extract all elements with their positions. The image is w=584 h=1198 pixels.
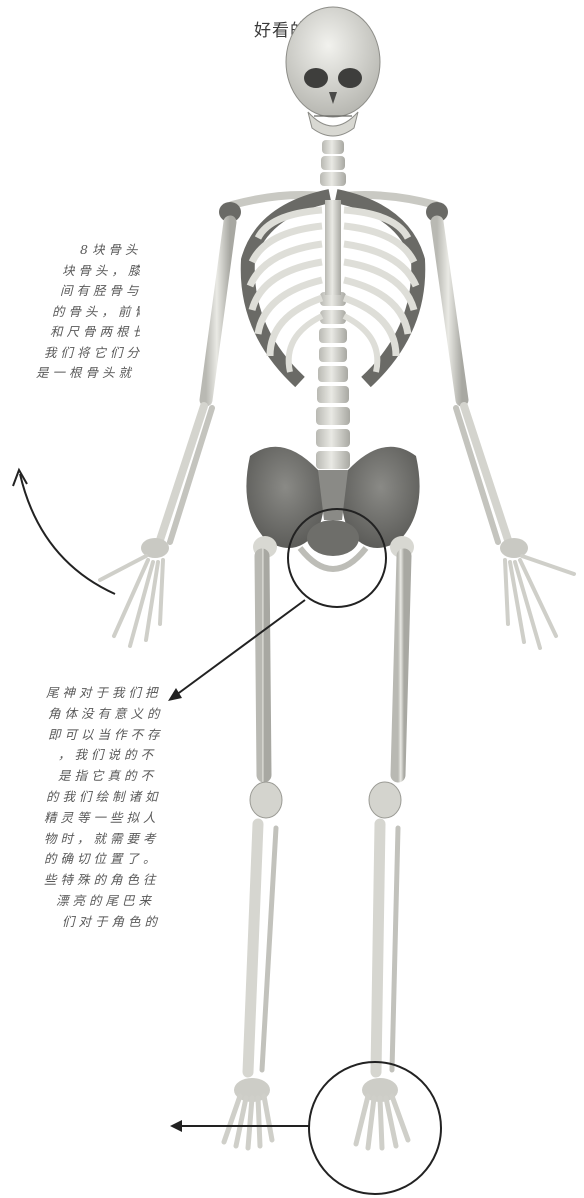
spine (316, 140, 350, 469)
left-foot (224, 1078, 272, 1148)
legs (248, 536, 414, 1072)
skull (286, 7, 380, 136)
right-hand (500, 538, 574, 648)
arrow-to-upper-note (20, 474, 115, 594)
right-foot (356, 1078, 408, 1148)
arrow-to-lower-note (172, 600, 305, 698)
